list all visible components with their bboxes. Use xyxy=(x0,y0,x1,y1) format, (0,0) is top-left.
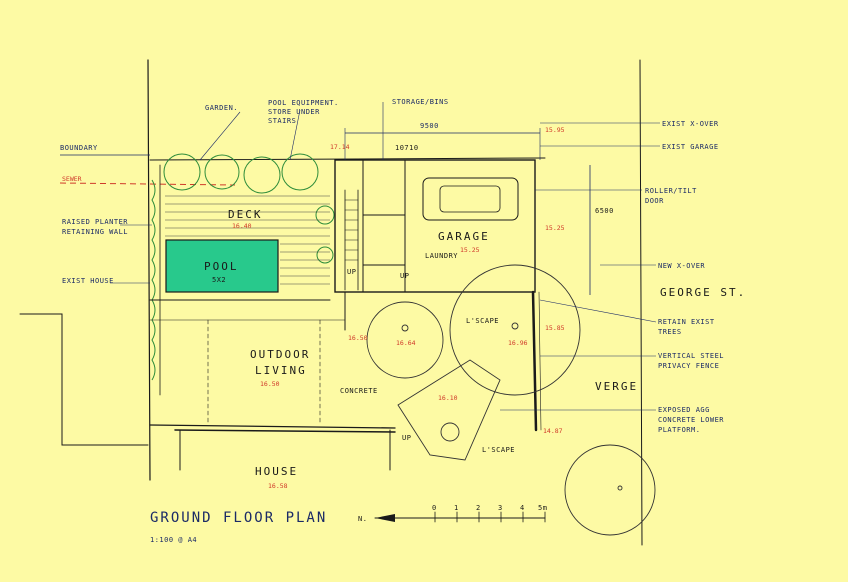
room-garage: GARAGE xyxy=(438,230,490,243)
scale-bar xyxy=(374,511,546,523)
label-retain-trees-1: RETAIN EXIST xyxy=(658,318,715,326)
pool xyxy=(165,239,279,293)
dim-10710: 10710 xyxy=(395,144,419,152)
scale-tick-1: 1 xyxy=(454,504,459,512)
label-new-xover: NEW X-OVER xyxy=(658,262,705,270)
label-garden: GARDEN. xyxy=(205,104,238,112)
scale-tick-4: 4 xyxy=(520,504,525,512)
stair-up-3: UP xyxy=(402,434,411,442)
label-roller-tilt-2: DOOR xyxy=(645,197,664,205)
site-lines xyxy=(19,59,643,546)
dimension-lines xyxy=(110,102,660,411)
label-raised-planter-2: RETAINING WALL xyxy=(62,228,128,236)
label-fence-1: VERTICAL STEEL xyxy=(658,352,724,360)
building-walls xyxy=(149,159,542,471)
label-exposed-2: CONCRETE LOWER xyxy=(658,416,724,424)
label-retain-trees-2: TREES xyxy=(658,328,682,336)
north-label: N. xyxy=(358,515,367,523)
dim-6500: 6500 xyxy=(595,207,614,215)
room-pool: POOL xyxy=(204,260,239,273)
level-l9: 14.87 xyxy=(543,427,563,435)
label-exist-garage: EXIST GARAGE xyxy=(662,143,719,151)
outdoor-level: 16.50 xyxy=(260,380,280,388)
raised-planter xyxy=(151,164,161,396)
label-george-st: GEORGE ST. xyxy=(660,286,746,299)
label-exposed-3: PLATFORM. xyxy=(658,426,700,434)
scale-note: 1:100 @ A4 xyxy=(150,536,197,544)
label-sewer: SEWER xyxy=(62,175,82,183)
garage-level: 15.25 xyxy=(460,246,480,254)
label-exist-house: EXIST HOUSE xyxy=(62,277,114,285)
level-l3: 15.25 xyxy=(545,224,565,232)
pool-size: 5X2 xyxy=(212,276,226,284)
drawing-title: GROUND FLOOR PLAN xyxy=(150,510,327,526)
label-boundary: BOUNDARY xyxy=(60,144,98,152)
label-exposed-1: EXPOSED AGG xyxy=(658,406,710,414)
room-laundry: LAUNDRY xyxy=(425,252,458,260)
label-concrete: CONCRETE xyxy=(340,387,378,395)
dim-9500: 9500 xyxy=(420,122,439,130)
garden-trees xyxy=(163,153,335,264)
house-level: 16.58 xyxy=(268,482,288,490)
label-verge: VERGE xyxy=(595,380,638,393)
deck-level: 16.40 xyxy=(232,222,252,230)
stair-up-1: UP xyxy=(347,268,356,276)
label-fence-2: PRIVACY FENCE xyxy=(658,362,719,370)
stair-up-2: UP xyxy=(400,272,409,280)
level-l4: 15.85 xyxy=(545,324,565,332)
level-l1: 17.14 xyxy=(330,143,350,151)
label-pool-equipment-3: STAIRS xyxy=(268,117,296,125)
label-roller-tilt-1: ROLLER/TILT xyxy=(645,187,697,195)
deck-boards xyxy=(165,195,330,301)
landscape-trees xyxy=(366,264,656,536)
room-living: LIVING xyxy=(255,364,307,377)
scale-tick-2: 2 xyxy=(476,504,481,512)
level-l2: 15.95 xyxy=(545,126,565,134)
level-l8: 16.10 xyxy=(438,394,458,402)
room-deck: DECK xyxy=(228,208,263,221)
label-lscape-2: L'SCAPE xyxy=(482,446,515,454)
label-pool-equipment-2: STORE UNDER xyxy=(268,108,320,116)
scale-tick-3: 3 xyxy=(498,504,503,512)
room-house: HOUSE xyxy=(255,465,298,478)
label-storage-bins: STORAGE/BINS xyxy=(392,98,449,106)
level-l5: 16.64 xyxy=(396,339,416,347)
room-outdoor: OUTDOOR xyxy=(250,348,310,361)
label-raised-planter-1: RAISED PLANTER xyxy=(62,218,128,226)
label-exist-xover: EXIST X-OVER xyxy=(662,120,719,128)
scale-tick-0: 0 xyxy=(432,504,437,512)
scale-tick-5: 5m xyxy=(538,504,547,512)
label-pool-equipment-1: POOL EQUIPMENT. xyxy=(268,99,339,107)
level-l6: 16.50 xyxy=(348,334,368,342)
level-l7: 16.96 xyxy=(508,339,528,347)
label-lscape-1: L'SCAPE xyxy=(466,317,499,325)
